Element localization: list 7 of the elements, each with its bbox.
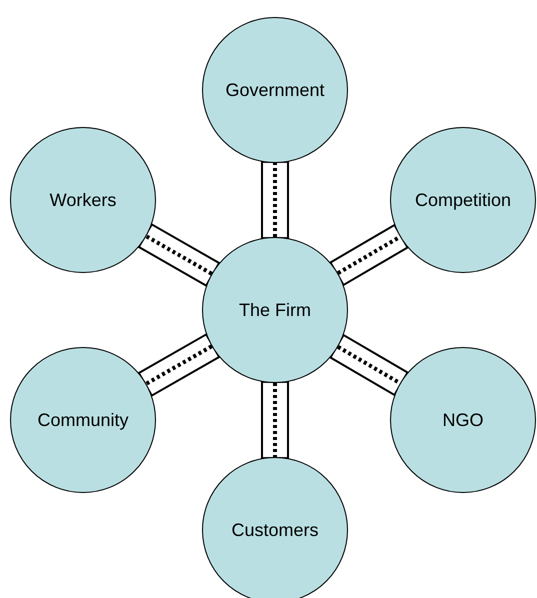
node-label: NGO xyxy=(442,410,484,430)
node-label: Community xyxy=(37,410,129,430)
node-label: Competition xyxy=(414,190,512,210)
node-label: Customers xyxy=(231,520,319,540)
node-label: Government xyxy=(225,80,325,100)
node-label: Workers xyxy=(50,190,116,210)
node-label: The Firm xyxy=(239,300,311,320)
